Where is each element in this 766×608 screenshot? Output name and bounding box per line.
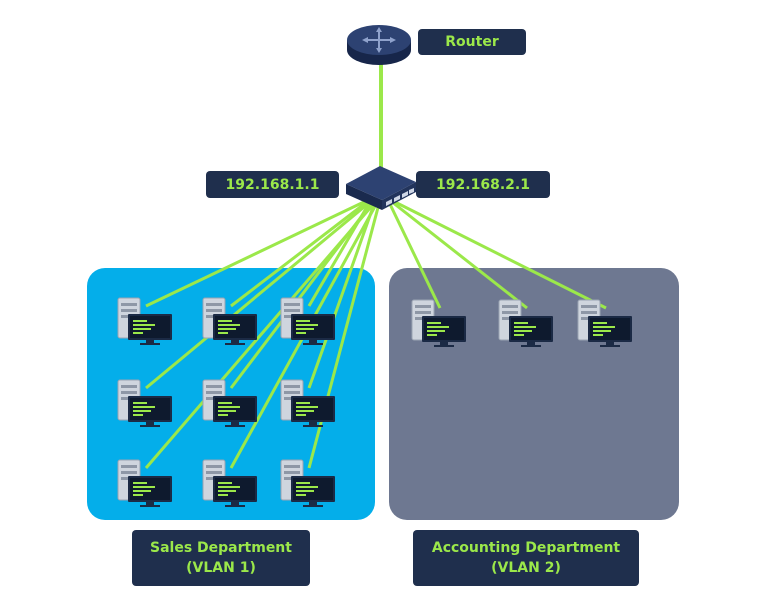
router-icon [347, 25, 411, 65]
sales-department-label: Sales Department (VLAN 1) [132, 530, 310, 586]
accounting-vlan-id: (VLAN 2) [491, 560, 561, 576]
vlan2-link-1 [386, 199, 442, 309]
sales-vlan-id: (VLAN 1) [186, 560, 256, 576]
vlan1-link-4 [145, 198, 374, 390]
vlan1-link-7 [144, 199, 379, 469]
vlan2-link-2 [388, 198, 528, 310]
accounting-department-label: Accounting Department (VLAN 2) [413, 530, 639, 586]
computer-icon [116, 458, 174, 508]
vlan1-link-9 [307, 199, 382, 469]
vlan1-gateway-ip-label: 192.168.1.1 [206, 171, 339, 198]
vlan2-accounting-panel [389, 268, 679, 520]
computer-icon [279, 458, 337, 508]
vlan1-link-1 [145, 198, 369, 308]
sales-department-name: Sales Department [150, 540, 292, 556]
vlan2-gateway-ip-label: 192.168.2.1 [416, 171, 550, 198]
computer-icon [201, 296, 259, 346]
vlan2-link-3 [390, 198, 607, 310]
computer-icon [116, 378, 174, 428]
computer-icon [279, 378, 337, 428]
computer-icon [576, 298, 634, 348]
computer-icon [201, 458, 259, 508]
computer-icon [116, 296, 174, 346]
router-label: Router [418, 29, 526, 55]
computer-icon [201, 378, 259, 428]
vlan1-link-2 [230, 198, 371, 308]
accounting-department-name: Accounting Department [431, 540, 621, 556]
vlan1-link-6 [307, 199, 377, 389]
computer-icon [410, 298, 468, 348]
switch-icon [346, 166, 416, 210]
computer-icon [279, 296, 337, 346]
computer-icon [497, 298, 555, 348]
